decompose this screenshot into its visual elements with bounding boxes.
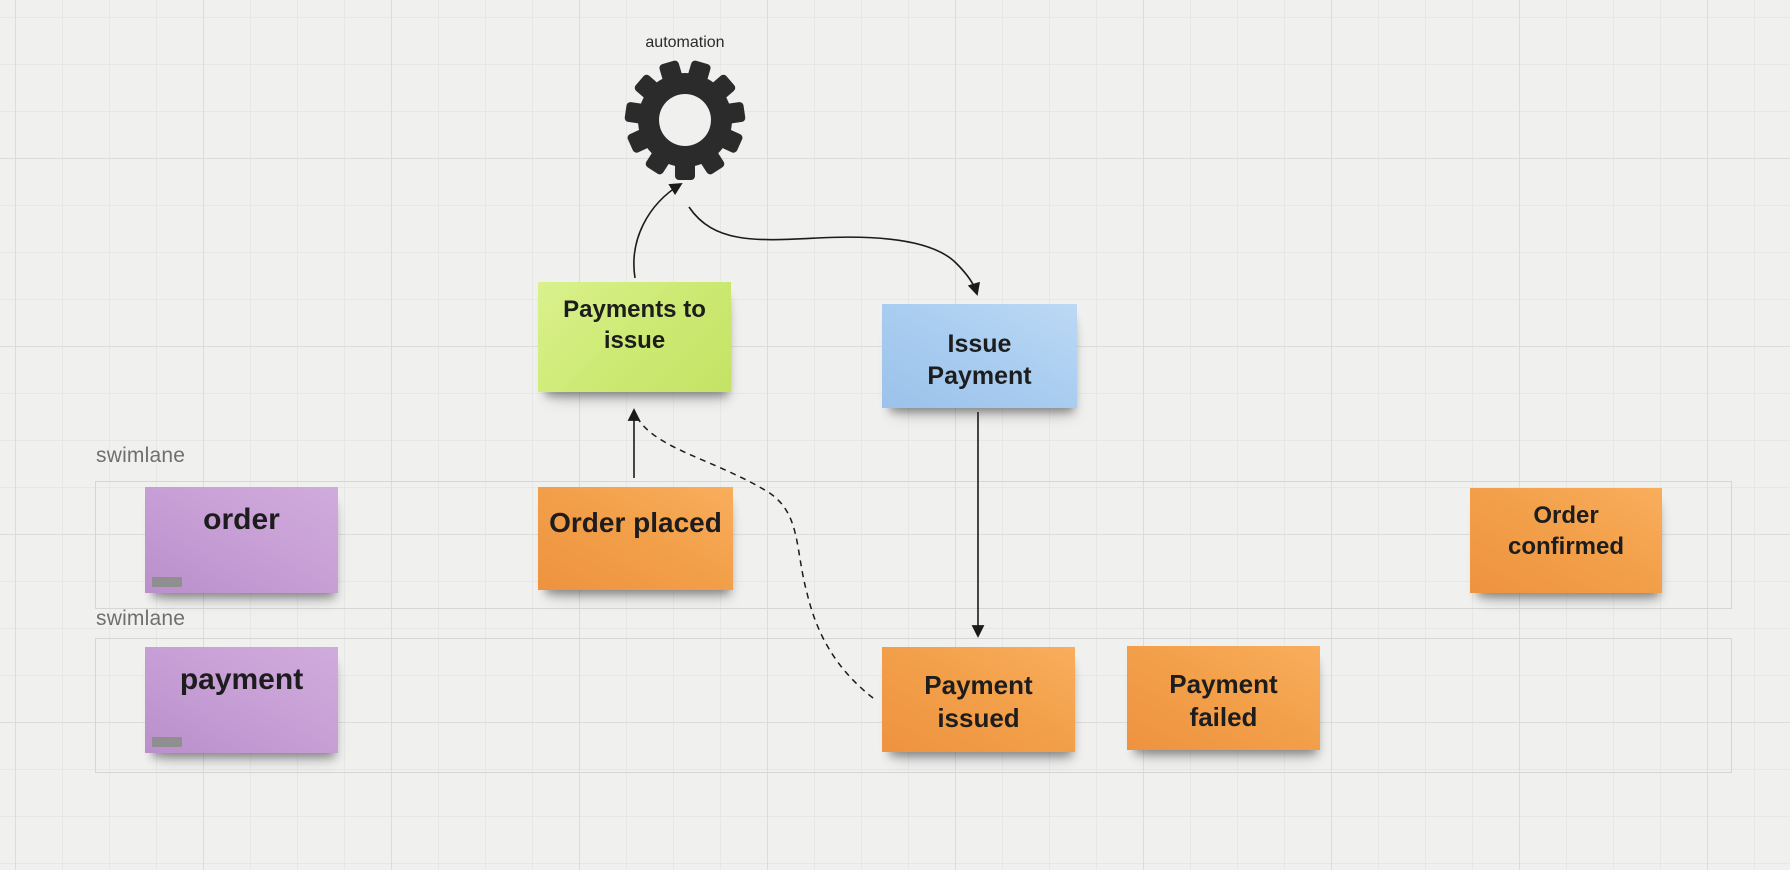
- swimlane-1-label[interactable]: swimlane: [96, 444, 186, 467]
- sticky-note-order-confirmed[interactable]: Order confirmed: [1470, 488, 1662, 593]
- sticky-note-payment-failed[interactable]: Payment failed: [1127, 646, 1320, 750]
- sticky-note-order[interactable]: order: [145, 487, 338, 593]
- sticky-note-order-placed[interactable]: Order placed: [538, 487, 733, 590]
- note-tag: [152, 577, 182, 587]
- connector-payments-to-automation[interactable]: [633, 183, 683, 279]
- automation-label[interactable]: automation: [645, 34, 725, 51]
- note-text: Issue Payment: [927, 330, 1032, 390]
- note-text: Payment failed: [1169, 669, 1278, 732]
- swimlane-2-label[interactable]: swimlane: [96, 607, 186, 630]
- connector-automation-to-issue-payment[interactable]: [688, 206, 981, 296]
- note-text: payment: [179, 663, 304, 696]
- sticky-note-issue-payment[interactable]: Issue Payment: [882, 304, 1077, 408]
- note-text: Order placed: [549, 507, 722, 538]
- swimlane-2[interactable]: [95, 638, 1732, 773]
- sticky-note-payment-issued[interactable]: Payment issued: [882, 647, 1075, 752]
- note-text: Payment issued: [924, 670, 1033, 733]
- note-tag: [152, 737, 182, 747]
- automation-gear-icon[interactable]: [624, 60, 746, 180]
- swimlane-1[interactable]: [95, 481, 1732, 609]
- sticky-note-payment[interactable]: payment: [145, 647, 338, 753]
- note-text: order: [203, 503, 280, 536]
- note-text: Payments to issue: [563, 296, 706, 354]
- sticky-note-payments-to-issue[interactable]: Payments to issue: [538, 282, 731, 392]
- connector-payment-issued-to-payments-dashed[interactable]: [636, 416, 878, 702]
- note-text: Order confirmed: [1507, 502, 1624, 560]
